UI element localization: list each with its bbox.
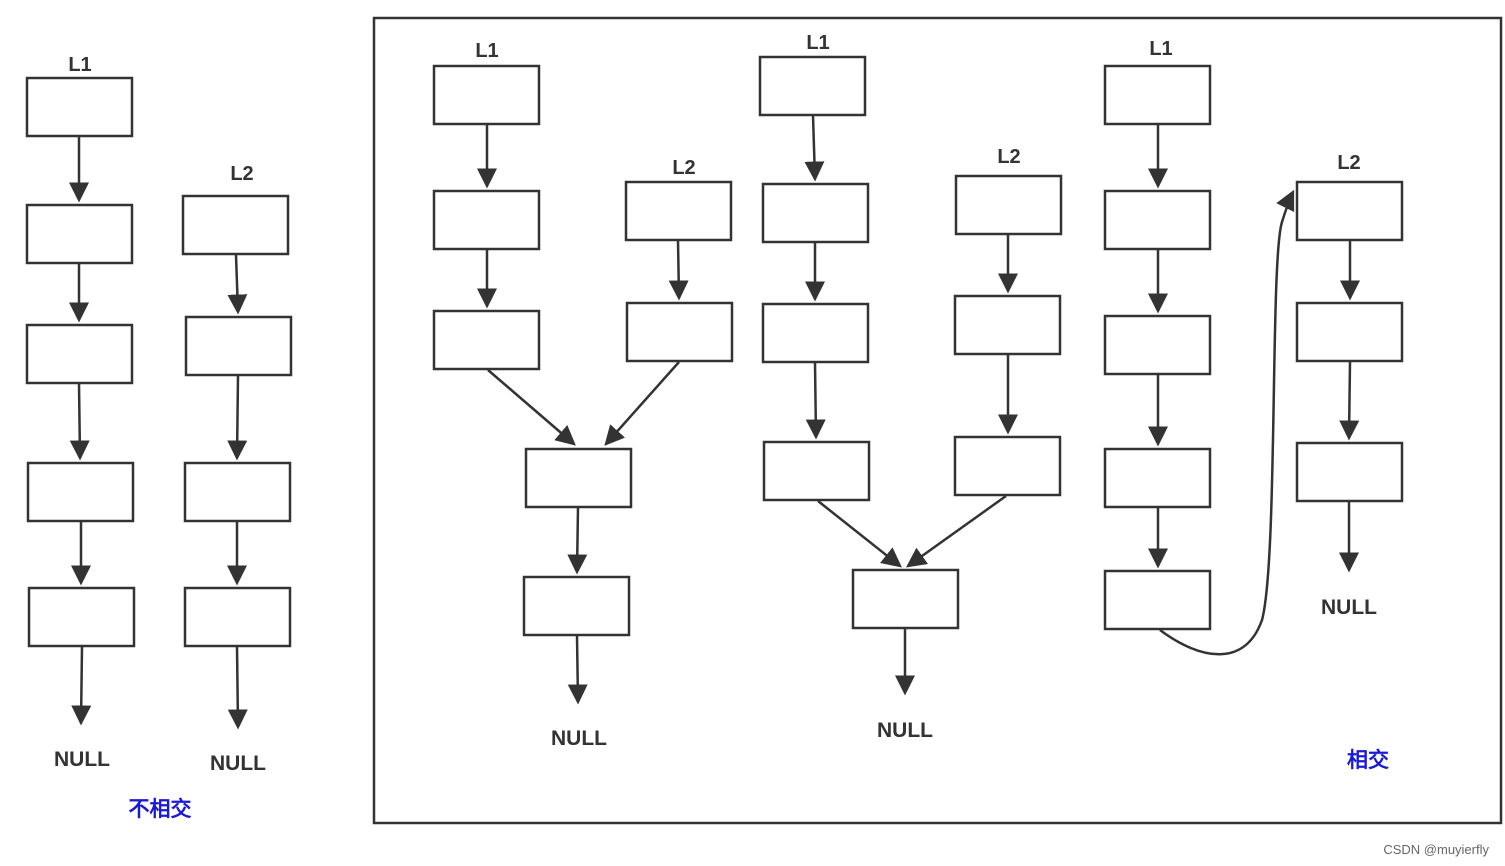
list2-node bbox=[1295, 441, 1404, 503]
list2-node bbox=[1295, 180, 1404, 242]
list1-node bbox=[26, 461, 135, 523]
next-arrow bbox=[227, 254, 248, 315]
next-arrow bbox=[227, 646, 248, 730]
list2-node bbox=[181, 194, 290, 256]
list1-node bbox=[1103, 569, 1212, 631]
next-arrow bbox=[668, 240, 689, 301]
list1-node bbox=[762, 440, 871, 502]
list2-label: L2 bbox=[1337, 152, 1360, 174]
next-arrow bbox=[71, 646, 92, 726]
next-arrow bbox=[804, 115, 825, 182]
tail-link-arrow bbox=[1159, 189, 1295, 656]
list2-node bbox=[954, 174, 1063, 236]
list1-node bbox=[432, 189, 541, 251]
caption-intersect: 相交 bbox=[1347, 748, 1389, 772]
list1-node bbox=[432, 64, 541, 126]
list1-label: L1 bbox=[68, 54, 91, 76]
list1-label: L1 bbox=[1149, 38, 1172, 60]
list2-label: L2 bbox=[230, 163, 253, 185]
null-label: NULL bbox=[210, 752, 266, 775]
list1-node bbox=[27, 586, 136, 648]
merge-arrow bbox=[487, 369, 576, 446]
case-tail-to-head: L1 L2 NULL bbox=[1103, 38, 1404, 656]
next-arrow bbox=[227, 375, 248, 461]
merge-arrow bbox=[817, 500, 902, 568]
watermark: CSDN @muyierfly bbox=[1383, 842, 1489, 857]
case-merge-2: L1 L2 NULL bbox=[758, 32, 1063, 742]
list1-node bbox=[25, 323, 134, 385]
list2-node bbox=[953, 435, 1062, 497]
list1-label: L1 bbox=[806, 32, 829, 54]
list2-node bbox=[953, 294, 1062, 356]
list1-label: L1 bbox=[475, 40, 498, 62]
case-merge-1: L1 L2 NULL bbox=[432, 40, 734, 750]
list2-node bbox=[624, 180, 733, 242]
list1-node bbox=[432, 309, 541, 371]
list1-node bbox=[761, 182, 870, 244]
list2-label: L2 bbox=[997, 146, 1020, 168]
list1-node bbox=[25, 203, 134, 265]
list2-node bbox=[1295, 301, 1404, 363]
next-arrow bbox=[1339, 361, 1360, 441]
list2-node bbox=[184, 315, 293, 377]
list1-node bbox=[758, 55, 867, 117]
list1-node bbox=[1103, 189, 1212, 251]
list2-node bbox=[183, 586, 292, 648]
null-label: NULL bbox=[1321, 596, 1377, 619]
group-not-intersect: L1 NULL L2 NULL 不相交 bbox=[25, 54, 293, 821]
null-label: NULL bbox=[54, 748, 110, 771]
shared-node bbox=[524, 447, 633, 509]
merge-arrow bbox=[905, 494, 1007, 568]
list1-node bbox=[1103, 64, 1212, 126]
null-label: NULL bbox=[551, 727, 607, 750]
list1-node bbox=[25, 76, 134, 138]
merge-arrow bbox=[604, 361, 680, 446]
next-arrow bbox=[805, 362, 826, 440]
list2-node bbox=[625, 301, 734, 363]
list2-label: L2 bbox=[672, 157, 695, 179]
list1-node bbox=[761, 302, 870, 364]
shared-node bbox=[522, 575, 631, 637]
list1-node bbox=[1103, 314, 1212, 376]
intersect-cases-frame bbox=[372, 16, 1503, 825]
next-arrow bbox=[567, 635, 588, 705]
list2-node bbox=[183, 461, 292, 523]
null-label: NULL bbox=[877, 719, 933, 742]
next-arrow bbox=[69, 383, 90, 461]
next-arrow bbox=[567, 507, 588, 575]
caption-not-intersect: 不相交 bbox=[129, 797, 192, 821]
shared-node bbox=[851, 568, 960, 630]
list1-node bbox=[1103, 447, 1212, 509]
